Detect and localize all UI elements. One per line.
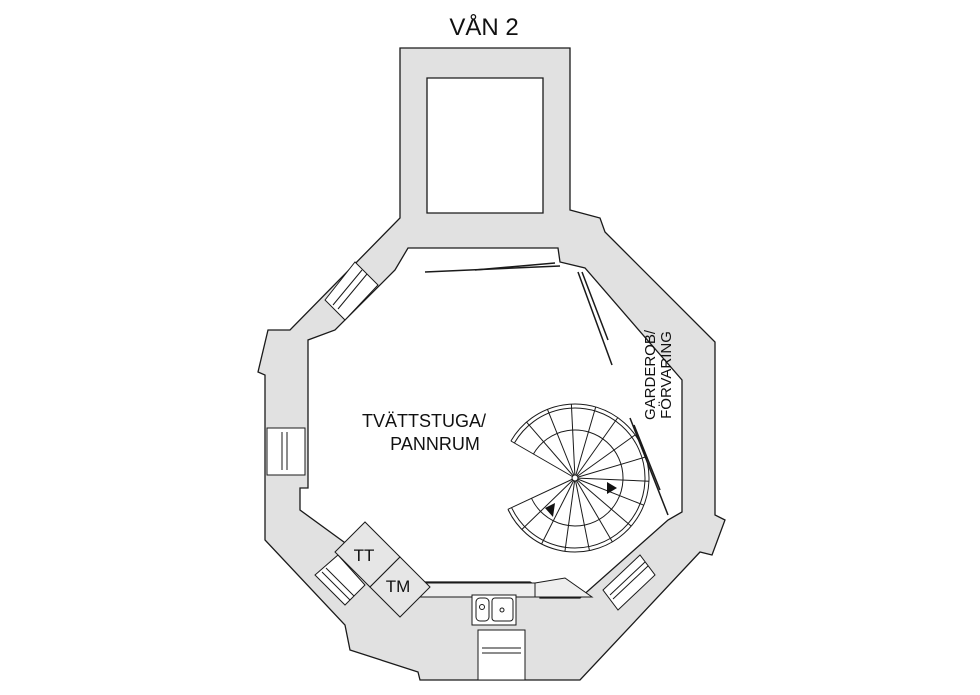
stair-step	[574, 477, 632, 527]
sink	[471, 594, 517, 626]
closet-doors	[577, 271, 669, 516]
floor-title: VÅN 2	[449, 13, 518, 41]
stair-step	[564, 477, 576, 552]
sliding-door-top	[424, 262, 561, 273]
stair-step	[521, 477, 576, 530]
spiral-stair	[507, 403, 650, 553]
stair-post	[571, 474, 579, 482]
stair-step	[574, 477, 613, 543]
window-bottom	[477, 629, 526, 681]
stair-step	[510, 440, 576, 479]
room-label-closet-1: GARDEROB/	[642, 329, 659, 420]
stair-step	[507, 477, 576, 510]
stair-step	[541, 477, 576, 545]
kitchen-counter	[414, 577, 594, 598]
stair-step	[574, 456, 647, 479]
stair-step	[574, 406, 597, 479]
window-lower-right	[602, 554, 656, 611]
dryer-label: TT	[354, 546, 375, 565]
window-left	[266, 427, 306, 476]
stair-step	[574, 477, 649, 482]
washer-label: TM	[386, 577, 411, 596]
stair-arrow	[545, 503, 555, 517]
window-lower-left	[314, 554, 366, 606]
stair-step	[574, 477, 590, 551]
stair-step	[546, 409, 576, 479]
dryer: TT	[334, 521, 401, 588]
stair-arrow	[607, 482, 617, 494]
stair-step	[574, 417, 619, 479]
washer: TM	[369, 556, 431, 618]
room-label-main-1: TVÄTTSTUGA/	[362, 411, 486, 431]
room-label-closet-2: FÖRVARING	[657, 331, 675, 419]
stair-step	[570, 404, 576, 479]
stair-step	[574, 434, 636, 479]
room-label-main-2: PANNRUM	[390, 434, 480, 454]
stair-step	[526, 421, 576, 479]
window-upper-left	[324, 261, 379, 321]
